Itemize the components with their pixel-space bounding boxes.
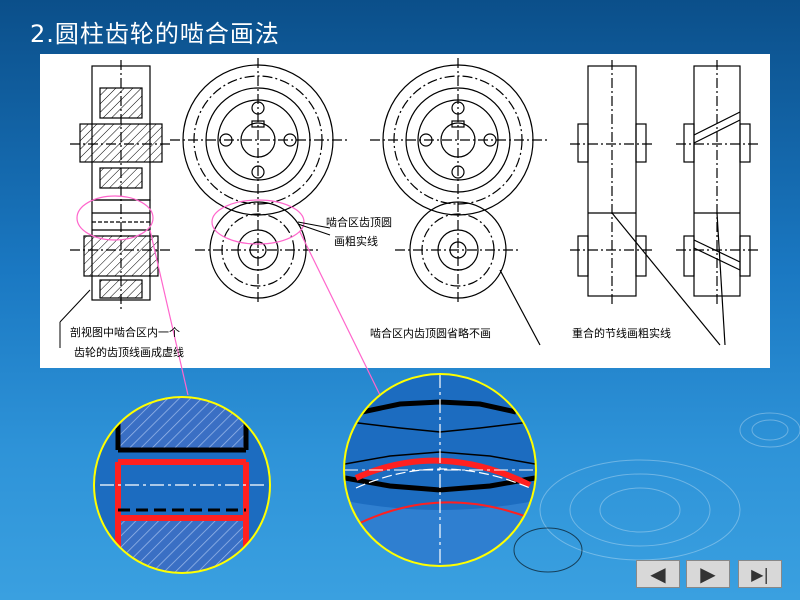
- label-section-1: 剖视图中啮合区内一个: [70, 325, 180, 339]
- callout-line-left: [149, 229, 189, 396]
- water-ripples: [513, 412, 800, 573]
- last-slide-button[interactable]: ▶|: [738, 560, 782, 588]
- zoom-detail-left: [93, 396, 271, 574]
- next-slide-button[interactable]: ▶: [686, 560, 730, 588]
- section-view: [70, 60, 170, 310]
- last-arrow-icon: ▶|: [751, 564, 769, 584]
- label-meshing-tip-2: 画粗实线: [334, 234, 378, 248]
- label-tip-omitted: 啮合区内齿顶圆省略不画: [370, 326, 491, 340]
- next-arrow-icon: ▶: [700, 562, 716, 586]
- front-view-1: [170, 58, 350, 305]
- label-pitch-line: 重合的节线画粗实线: [572, 326, 671, 340]
- callout-ellipse-mid: [211, 199, 305, 245]
- side-view-2: [611, 60, 760, 346]
- label-meshing-tip: 啮合区齿顶圆: [326, 215, 392, 229]
- front-view-2: [370, 58, 550, 346]
- side-view-1: [570, 60, 655, 305]
- zoom-detail-right: [343, 373, 537, 567]
- label-section-2: 齿轮的齿顶线画成虚线: [74, 345, 184, 359]
- slide-title: 2.圆柱齿轮的啮合画法: [30, 20, 280, 48]
- callout-ellipse-left: [76, 195, 154, 241]
- prev-arrow-icon: ◀: [650, 562, 666, 586]
- callout-line-mid: [299, 231, 381, 396]
- prev-slide-button[interactable]: ◀: [636, 560, 680, 588]
- drawing-panel: [40, 54, 770, 368]
